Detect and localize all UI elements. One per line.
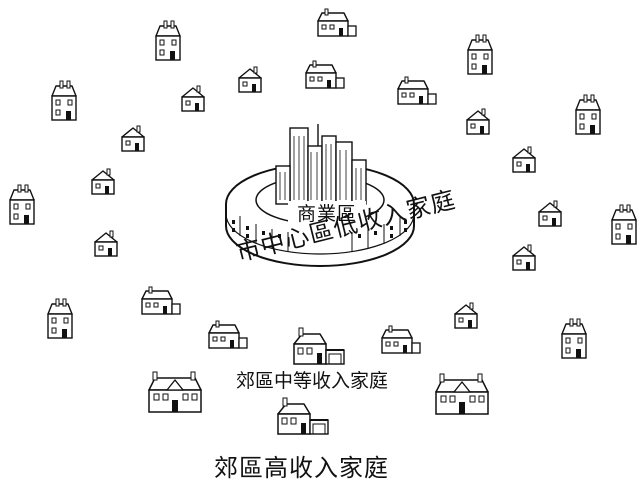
house-icon (305, 60, 345, 89)
cbd-label: 商業區 (288, 201, 366, 227)
house-icon (561, 318, 587, 359)
house-icon (575, 94, 601, 135)
house-icon (454, 302, 478, 329)
house-icon (538, 200, 562, 227)
house-icon (51, 80, 77, 121)
suburb-high-income-label: 郊區高收入家庭 (214, 454, 389, 482)
suburb-middle-income-label: 郊區中等收入家庭 (236, 370, 389, 392)
house-icon (397, 76, 437, 105)
house-icon (512, 146, 536, 173)
house-icon (435, 373, 489, 415)
house-icon (91, 168, 115, 195)
house-icon (466, 108, 490, 135)
house-icon (238, 66, 262, 93)
house-icon (121, 125, 145, 152)
house-icon (181, 85, 205, 112)
house-icon (317, 8, 357, 37)
house-icon (277, 397, 329, 435)
house-icon (467, 34, 493, 75)
house-icon (293, 327, 345, 365)
house-icon (141, 286, 181, 315)
house-icon (94, 230, 118, 257)
house-icon (611, 204, 637, 245)
house-icon (9, 184, 35, 225)
house-icon (512, 244, 536, 271)
house-icon (155, 20, 181, 61)
house-icon (47, 298, 73, 339)
house-icon (208, 320, 248, 349)
house-icon (148, 371, 202, 413)
house-icon (381, 325, 421, 354)
